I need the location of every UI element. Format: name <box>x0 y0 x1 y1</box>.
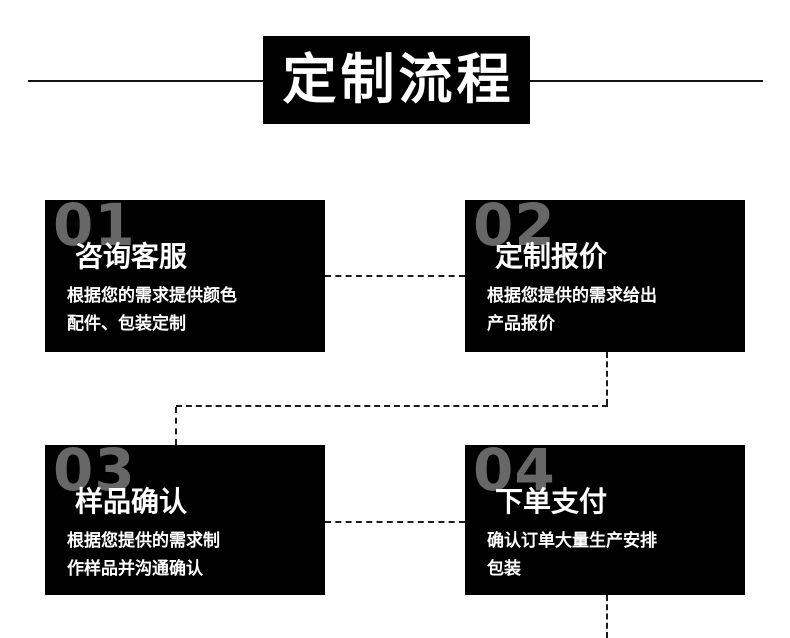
page-title: 定制流程 <box>282 48 515 111</box>
step-number: 02 <box>473 191 556 259</box>
header-rule-left <box>28 80 263 82</box>
step-description-line: 根据您提供的需求制 <box>67 531 220 551</box>
step-description: 根据您提供的需求给出 产品报价 <box>487 282 657 338</box>
connector-step2-step3-horizontal <box>176 405 608 407</box>
connector-step3-up <box>175 407 177 445</box>
step-description-line: 确认订单大量生产安排 <box>487 531 657 551</box>
step-description-line: 配件、包装定制 <box>67 314 186 334</box>
step-description: 根据您提供的需求制 作样品并沟通确认 <box>67 527 220 583</box>
step-description-line: 包装 <box>487 559 521 579</box>
step-number: 03 <box>53 436 136 504</box>
step-description: 确认订单大量生产安排 包装 <box>487 527 657 583</box>
connector-step1-step2 <box>325 275 465 277</box>
header-rule-right <box>530 80 763 82</box>
page-title-banner: 定制流程 <box>263 36 530 124</box>
step-title: 样品确认 <box>75 485 188 518</box>
step-description-line: 根据您提供的需求给出 <box>487 286 657 306</box>
step-card-01: 01 咨询客服 根据您的需求提供颜色 配件、包装定制 <box>45 196 325 352</box>
step-card-04: 04 下单支付 确认订单大量生产安排 包装 <box>465 441 745 595</box>
step-card-03: 03 样品确认 根据您提供的需求制 作样品并沟通确认 <box>45 441 325 595</box>
step-description-line: 作样品并沟通确认 <box>67 559 203 579</box>
connector-step2-down <box>606 352 608 405</box>
connector-step4-down <box>606 595 608 638</box>
step-number: 04 <box>473 436 556 504</box>
step-number: 01 <box>53 191 136 259</box>
step-description-line: 产品报价 <box>487 314 555 334</box>
step-title: 下单支付 <box>495 485 608 518</box>
step-description: 根据您的需求提供颜色 配件、包装定制 <box>67 282 237 338</box>
step-card-02: 02 定制报价 根据您提供的需求给出 产品报价 <box>465 196 745 352</box>
step-title: 定制报价 <box>495 240 608 273</box>
step-description-line: 根据您的需求提供颜色 <box>67 286 237 306</box>
connector-step3-step4 <box>325 521 465 523</box>
step-title: 咨询客服 <box>75 240 188 273</box>
